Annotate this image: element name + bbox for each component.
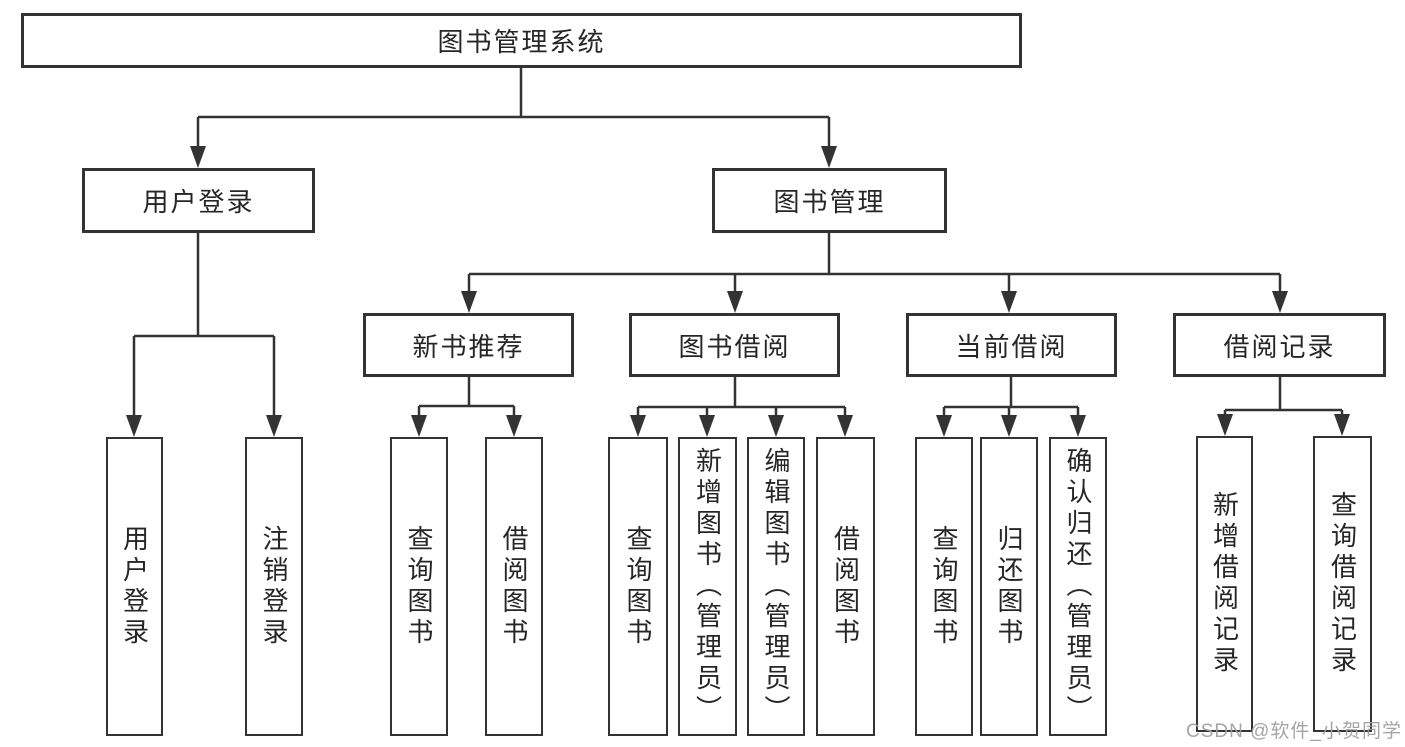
leaf-borrow-books: 借阅图书 — [816, 437, 875, 736]
leaf-return-books-label: 归还图书 — [994, 524, 1024, 649]
leaf-borrow-books-recommend: 借阅图书 — [485, 437, 543, 736]
leaf-query-books-borrow-label: 查询图书 — [623, 524, 653, 649]
leaf-query-books-borrow: 查询图书 — [608, 437, 668, 736]
arrowhead-icons — [126, 146, 1350, 437]
node-book-management-label: 图书管理 — [773, 187, 886, 217]
leaf-add-books-admin: 新增图书（管理员） — [678, 437, 737, 736]
node-new-book-recommend-label: 新书推荐 — [412, 331, 525, 362]
leaf-query-borrow-record: 查询借阅记录 — [1313, 436, 1372, 732]
csdn-watermark: CSDN @软件_小贺同学 — [1186, 721, 1402, 742]
node-current-borrowing: 当前借阅 — [906, 313, 1117, 377]
leaf-add-books-admin-label: 新增图书（管理员） — [692, 447, 723, 726]
node-root: 图书管理系统 — [21, 13, 1022, 68]
node-borrow-records-label: 借阅记录 — [1223, 331, 1336, 362]
leaf-borrow-books-recommend-label: 借阅图书 — [499, 524, 529, 649]
leaf-user-login: 用户登录 — [106, 437, 163, 736]
leaf-query-borrow-record-label: 查询借阅记录 — [1327, 491, 1358, 677]
leaf-edit-books-admin: 编辑图书（管理员） — [747, 437, 805, 736]
node-book-borrowing: 图书借阅 — [629, 313, 840, 377]
node-root-label: 图书管理系统 — [437, 27, 606, 57]
leaf-add-borrow-record: 新增借阅记录 — [1196, 436, 1253, 732]
leaf-confirm-return-admin: 确认归还（管理员） — [1049, 437, 1107, 736]
leaf-logout: 注销登录 — [245, 437, 303, 736]
leaf-confirm-return-admin-label: 确认归还（管理员） — [1063, 447, 1093, 726]
leaf-return-books: 归还图书 — [980, 437, 1038, 736]
leaf-query-books-current: 查询图书 — [915, 437, 973, 736]
node-user-login: 用户登录 — [82, 168, 315, 233]
node-book-management: 图书管理 — [712, 168, 947, 233]
leaf-query-books-recommend-label: 查询图书 — [404, 524, 434, 649]
leaf-logout-label: 注销登录 — [259, 524, 289, 649]
leaf-query-books-recommend: 查询图书 — [390, 437, 448, 736]
node-borrow-records: 借阅记录 — [1173, 313, 1386, 377]
node-user-login-label: 用户登录 — [142, 187, 255, 217]
leaf-user-login-label: 用户登录 — [119, 524, 150, 649]
leaf-query-books-current-label: 查询图书 — [929, 524, 959, 649]
leaf-add-borrow-record-label: 新增借阅记录 — [1209, 491, 1240, 677]
node-current-borrowing-label: 当前借阅 — [955, 331, 1068, 362]
node-new-book-recommend: 新书推荐 — [363, 313, 574, 377]
leaf-edit-books-admin-label: 编辑图书（管理员） — [761, 447, 791, 726]
node-book-borrowing-label: 图书借阅 — [678, 331, 791, 362]
leaf-borrow-books-label: 借阅图书 — [830, 524, 861, 649]
